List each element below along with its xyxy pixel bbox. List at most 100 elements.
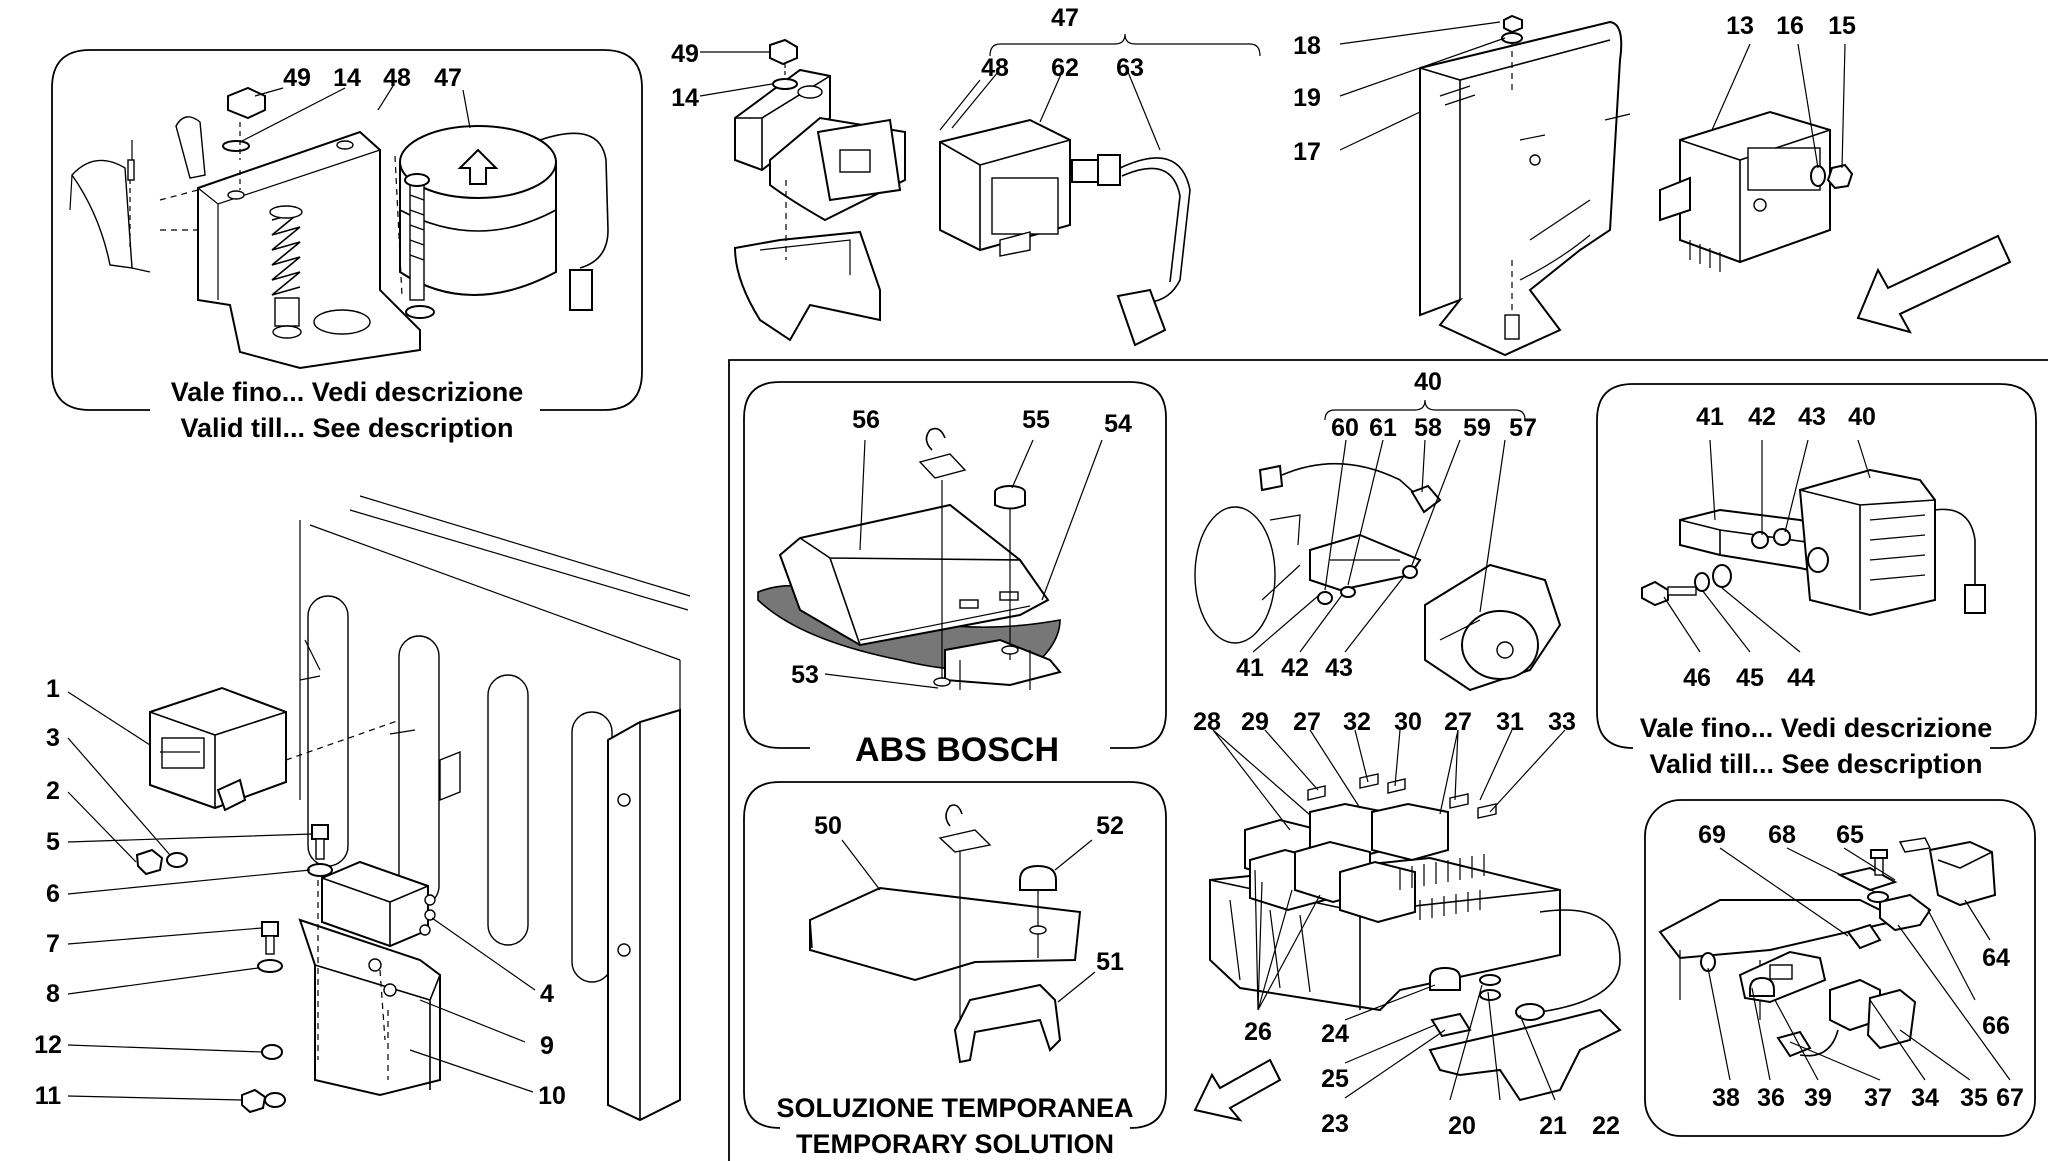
callout-43: 43	[1798, 403, 1826, 431]
nut-washer-top-left	[222, 86, 266, 152]
callout-48: 48	[383, 64, 411, 92]
caption-valid-till-en-1: Valid till... See description	[180, 413, 513, 443]
caption-valid-till-it-1: Vale fino... Vedi descrizione	[171, 377, 524, 407]
callout-38: 38	[1712, 1084, 1740, 1112]
leader-lines	[67, 21, 2011, 1101]
callout-16: 16	[1776, 12, 1804, 40]
callout-63: 63	[1116, 54, 1144, 82]
relay-blocks	[1244, 802, 1449, 924]
callout-49: 49	[671, 40, 699, 68]
callout-41: 41	[1236, 654, 1264, 682]
panel-regulator	[1596, 383, 2037, 749]
callout-51: 51	[1096, 948, 1124, 976]
panel-top-left	[51, 49, 643, 411]
callout-24: 24	[1321, 1020, 1349, 1048]
captions: Vale fino... Vedi descrizione Valid till…	[171, 377, 1993, 1159]
callout-39: 39	[1804, 1084, 1832, 1112]
callout-61: 61	[1369, 414, 1397, 442]
callout-30: 30	[1394, 708, 1422, 736]
callout-19: 19	[1293, 84, 1321, 112]
body-panel	[299, 495, 691, 1122]
callout-27: 27	[1444, 708, 1472, 736]
callout-26: 26	[1244, 1018, 1272, 1046]
callout-64: 64	[1982, 944, 2010, 972]
callout-21: 21	[1539, 1112, 1567, 1140]
callout-37: 37	[1864, 1084, 1892, 1112]
callout-66: 66	[1982, 1012, 2010, 1040]
module-1	[135, 686, 401, 876]
callout-60: 60	[1331, 414, 1359, 442]
callout-36: 36	[1757, 1084, 1785, 1112]
callout-43: 43	[1325, 654, 1353, 682]
siren-drum	[399, 125, 609, 311]
callout-59: 59	[1463, 414, 1491, 442]
callout-49: 49	[283, 64, 311, 92]
callout-5: 5	[46, 828, 60, 856]
callout-52: 52	[1096, 812, 1124, 840]
relay-4-bracket	[241, 824, 441, 1114]
callout-47: 47	[434, 64, 462, 92]
callout-32: 32	[1343, 708, 1371, 736]
callout-54: 54	[1104, 410, 1132, 438]
callout-42: 42	[1281, 654, 1309, 682]
callout-15: 15	[1828, 12, 1856, 40]
callout-18: 18	[1293, 32, 1321, 60]
callout-13: 13	[1726, 12, 1754, 40]
relay-panel-assembly	[1658, 837, 1997, 1058]
callout-11: 11	[35, 1082, 62, 1110]
callout-14: 14	[333, 64, 361, 92]
callout-44: 44	[1787, 664, 1815, 692]
panel-abs	[743, 381, 1167, 749]
callout-9: 9	[540, 1032, 554, 1060]
fuse-box	[1193, 773, 1622, 1122]
siren-assembly	[69, 86, 609, 370]
callout-65: 65	[1836, 821, 1864, 849]
caption-valid-till-it-2: Vale fino... Vedi descrizione	[1640, 713, 1993, 743]
callout-53: 53	[791, 661, 819, 689]
callout-27: 27	[1293, 708, 1321, 736]
callout-40: 40	[1848, 403, 1876, 431]
panel-temporary	[743, 781, 1167, 1129]
callout-4: 4	[540, 980, 554, 1008]
callout-22: 22	[1592, 1112, 1620, 1140]
callout-23: 23	[1321, 1110, 1349, 1138]
callout-48: 48	[981, 54, 1009, 82]
siren-assembly-40	[1194, 462, 1562, 692]
callout-25: 25	[1321, 1065, 1349, 1093]
panel-frames	[51, 49, 2048, 1161]
callout-68: 68	[1768, 821, 1796, 849]
direction-arrow-bottom	[1193, 1058, 1282, 1122]
siren-bracket	[197, 130, 421, 370]
callout-14: 14	[671, 84, 699, 112]
callout-41: 41	[1696, 403, 1724, 431]
callout-69: 69	[1698, 821, 1726, 849]
callout-58: 58	[1414, 414, 1442, 442]
regulator-assembly	[1641, 468, 1986, 617]
callout-31: 31	[1496, 708, 1524, 736]
direction-arrow-top	[1856, 234, 2012, 334]
callout-40: 40	[1414, 368, 1442, 396]
spring	[269, 205, 303, 339]
callout-10: 10	[538, 1082, 566, 1110]
callout-28: 28	[1193, 708, 1221, 736]
mounting-plate-17	[1419, 20, 1623, 357]
callout-12: 12	[34, 1031, 62, 1059]
callout-56: 56	[852, 406, 880, 434]
callout-33: 33	[1548, 708, 1576, 736]
caption-temporary-en: TEMPORARY SOLUTION	[796, 1129, 1114, 1159]
abs-unit	[757, 427, 1062, 690]
screw	[404, 173, 435, 319]
control-unit-13	[1419, 14, 2012, 357]
temporary-unit	[809, 804, 1082, 1064]
callout-1: 1	[46, 675, 60, 703]
callout-45: 45	[1736, 664, 1764, 692]
callout-67: 67	[1996, 1084, 2024, 1112]
fuse-rows	[1399, 854, 1485, 920]
caption-abs-bosch: ABS BOSCH	[855, 731, 1059, 769]
panel-lower-right-frame	[728, 359, 2048, 1161]
caption-temporary-it: SOLUZIONE TEMPORANEA	[776, 1093, 1133, 1123]
callout-47: 47	[1051, 4, 1079, 32]
callout-42: 42	[1748, 403, 1776, 431]
callout-8: 8	[46, 980, 60, 1008]
callout-17: 17	[1293, 138, 1321, 166]
